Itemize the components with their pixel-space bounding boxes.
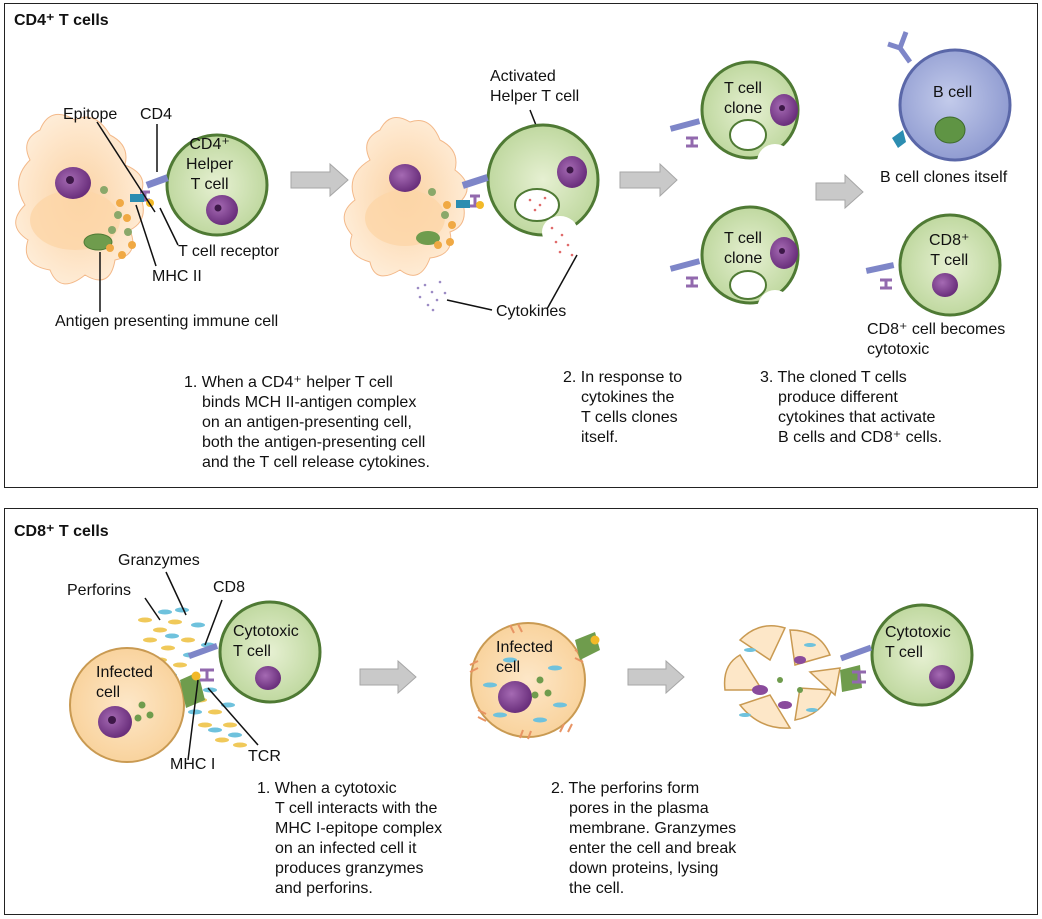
cd8-t-cell	[865, 213, 1002, 317]
arrow-4	[359, 659, 417, 695]
cd4-step1-caption: 1. When a CD4⁺ helper T cell binds MCH I…	[184, 374, 430, 471]
apc-cell-2	[343, 117, 468, 277]
cd8-step1-caption: 1. When a cytotoxic T cell interacts wit…	[257, 780, 443, 897]
arrow-3	[815, 173, 864, 210]
infected-cell-1	[69, 647, 205, 763]
apc-cell	[15, 113, 144, 285]
cd4-panel	[4, 3, 1038, 488]
cytotoxic-t-cell-2	[839, 603, 974, 707]
epitope-label: Epitope	[63, 106, 118, 123]
t-cell-receptor-label: T cell receptor	[178, 243, 280, 260]
leader-lines-2	[144, 571, 259, 761]
cd4-step2-caption: 2. In response to cytokines the T cells …	[563, 369, 683, 446]
tcr-label: TCR	[248, 748, 281, 765]
cd4-panel-title: CD4⁺ T cells	[14, 12, 109, 29]
clone-bottom-cell	[669, 205, 800, 330]
cd8-label: CD8	[213, 579, 246, 596]
cd8-panel-title: CD8⁺ T cells	[14, 523, 109, 540]
cytotoxic-t-cell-1	[187, 600, 322, 704]
apc-cytokines	[416, 280, 447, 312]
b-cell-clones-label: B cell clones itself	[880, 169, 1008, 186]
b-cell	[887, 31, 1012, 162]
perforins-label: Perforins	[67, 582, 132, 599]
cd8-cell-label: CD8⁺T cell	[929, 232, 970, 269]
lysed-cell	[723, 625, 862, 729]
cd8-step2-caption: 2. The perforins form pores in the plasm…	[551, 780, 737, 897]
granzymes-label: Granzymes	[118, 552, 200, 569]
arrow-1	[290, 162, 349, 198]
clone-top-cell	[669, 60, 800, 180]
arrow-2	[619, 162, 678, 198]
mhc2-label: MHC II	[152, 268, 202, 285]
apc-label: Antigen presenting immune cell	[55, 313, 279, 330]
arrow-5	[627, 659, 685, 695]
granzymes-perforins	[138, 607, 247, 748]
cd4-step3-caption: 3. The cloned T cells produce different …	[760, 369, 943, 446]
cytokines-label: Cytokines	[496, 303, 567, 320]
activated-helper-t-cell	[456, 123, 600, 257]
mhc1-label: MHC I	[170, 756, 216, 773]
infected-cell-2	[469, 622, 600, 740]
b-cell-label: B cell	[933, 84, 973, 101]
cd4-label: CD4	[140, 106, 173, 123]
